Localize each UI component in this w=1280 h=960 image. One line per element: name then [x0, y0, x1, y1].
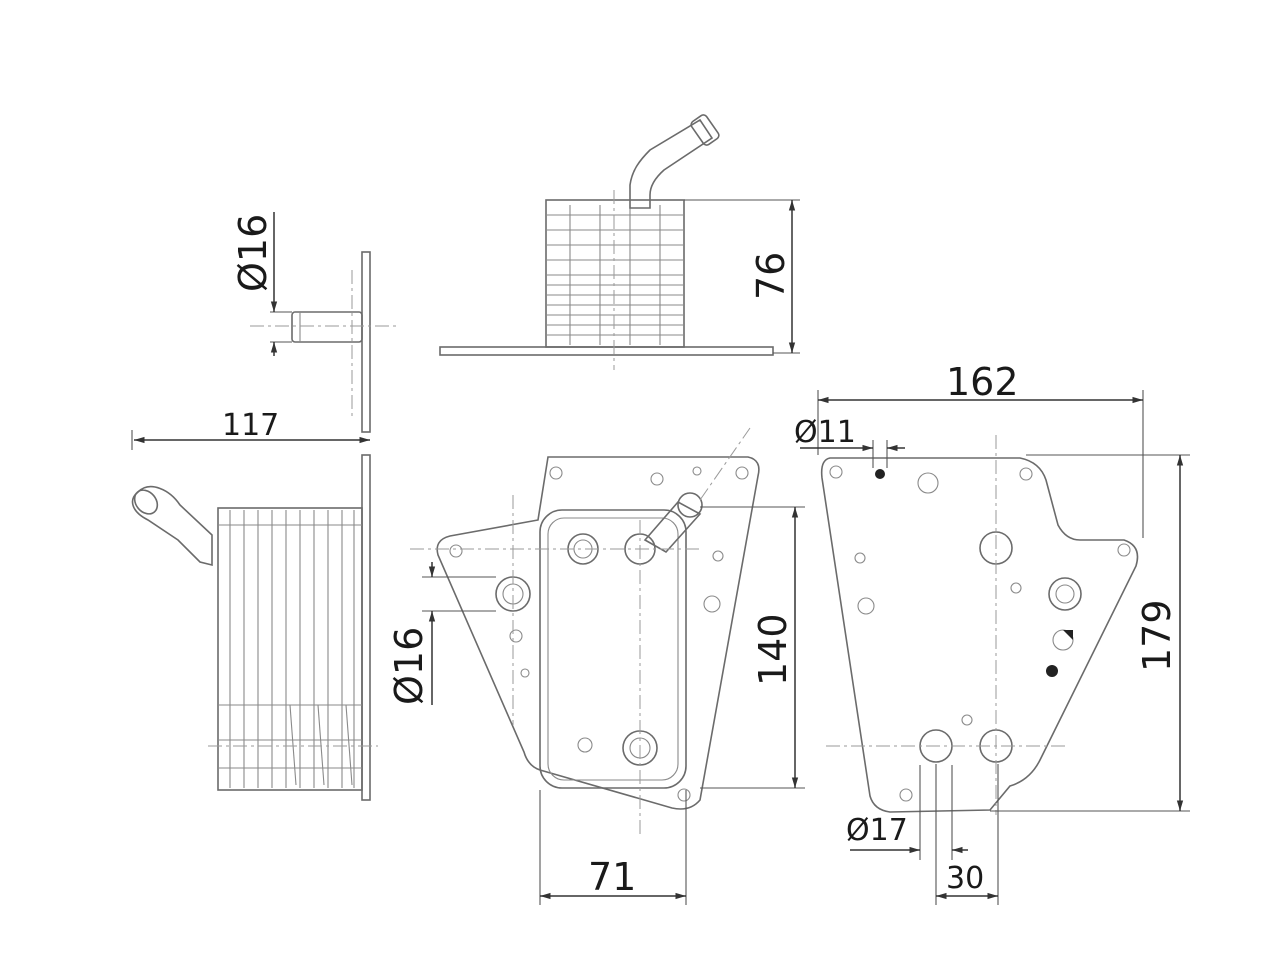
- side-cooler-body: [217, 507, 363, 791]
- dim-front-height: 140: [751, 613, 795, 686]
- rear-bolt-holes: [829, 465, 1131, 802]
- dim-top-height: 76: [749, 252, 793, 300]
- side-flange-plate: [361, 454, 371, 801]
- dim-rear-port-spacing: 30: [946, 861, 984, 896]
- dim-front-width: 71: [588, 855, 636, 899]
- top-cooler-body: [545, 199, 685, 348]
- rear-marker-1: [875, 469, 885, 479]
- side-view: Ø16 117: [131, 212, 400, 801]
- dim-side-diameter: Ø16: [231, 214, 275, 292]
- dim-side-length: 117: [222, 408, 279, 443]
- front-bolt-holes: [449, 466, 749, 802]
- top-hose: [629, 118, 714, 209]
- side-flange-top: [361, 251, 371, 433]
- dim-rear-width: 162: [946, 360, 1019, 404]
- top-flange-plate: [439, 346, 774, 356]
- top-view: 76: [439, 114, 800, 370]
- dim-rear-port-diameter: Ø17: [846, 813, 908, 848]
- rear-view: 162 Ø11 179 Ø17 30: [794, 360, 1190, 905]
- rear-port-4: [1048, 577, 1082, 611]
- dim-rear-small-hole: Ø11: [794, 415, 856, 450]
- front-cooler-body: [539, 509, 687, 789]
- rear-flange-plate: [820, 457, 1139, 813]
- dim-rear-height: 179: [1135, 599, 1179, 672]
- front-hose: [643, 500, 702, 554]
- rear-marker-2: [1046, 665, 1058, 677]
- dim-front-port-diameter: Ø16: [387, 627, 431, 705]
- side-port-stub: [291, 311, 363, 343]
- top-fins: [546, 205, 684, 345]
- front-view: Ø16 140 71: [387, 427, 805, 905]
- side-fins: [218, 510, 362, 788]
- side-hose: [131, 486, 213, 567]
